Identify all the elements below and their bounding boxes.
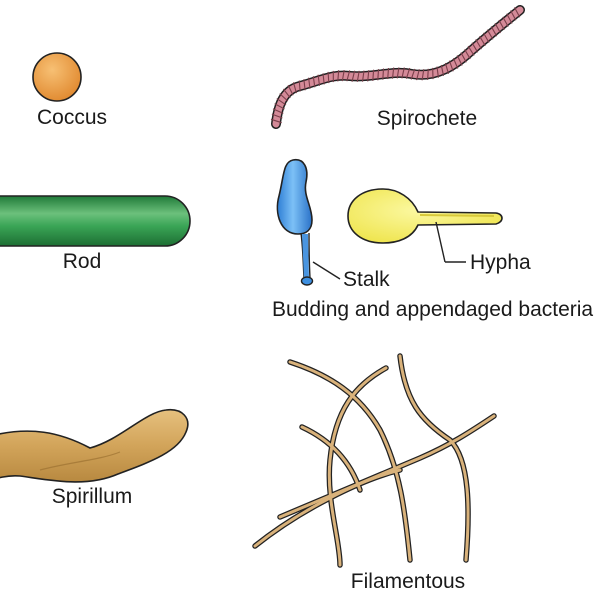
spirochete-coil	[382, 68, 385, 80]
filament-1	[252, 353, 497, 568]
spirochete-coil	[298, 80, 301, 92]
spirochete-label: Spirochete	[377, 107, 477, 130]
spirochete-coil	[361, 70, 365, 82]
filamentous-label: Filamentous	[351, 570, 465, 593]
stalk-pointer	[312, 261, 341, 280]
spirochete-coil	[292, 82, 297, 94]
spirochete-coil	[486, 29, 494, 40]
spirochete-coil	[346, 70, 351, 82]
spirochete-coil	[276, 98, 287, 106]
spirochete-coil	[452, 57, 459, 69]
spirochete-coil	[279, 93, 289, 102]
spirochete-coil	[506, 13, 513, 24]
rod-cell	[0, 195, 191, 247]
spirochete-coil	[464, 49, 471, 60]
spirochete-coil	[351, 70, 356, 82]
spirochete-coil	[367, 70, 370, 82]
spirochete-coil	[322, 73, 325, 85]
spirochete-cell	[270, 5, 525, 129]
budding-appendaged-label: Budding and appendaged bacteria	[272, 298, 593, 321]
spirochete-coil	[312, 76, 316, 88]
spirochete-coil	[483, 32, 490, 43]
spirochete-coil	[308, 77, 311, 89]
spirochete-coil	[467, 45, 475, 56]
stalk-label: Stalk	[343, 268, 390, 291]
spirochete-coil	[436, 66, 439, 78]
stalk	[300, 232, 311, 279]
spirochete-coil	[270, 118, 282, 124]
spirochete-coil	[460, 52, 467, 63]
spirochete-coil	[396, 67, 400, 79]
spirochete-coil	[327, 71, 330, 84]
spirochete-coil	[372, 69, 375, 81]
spirillum-label: Spirillum	[52, 485, 133, 508]
spirochete-coil	[421, 69, 425, 81]
hypha-pointer	[435, 221, 446, 263]
filament-fill	[253, 354, 496, 567]
spirochete-coil	[274, 103, 285, 110]
spirochete-coil	[475, 39, 482, 50]
rod-label: Rod	[63, 250, 102, 273]
spirochete-coil	[494, 22, 501, 34]
spirochete-coil	[317, 74, 321, 86]
spirochete-coil	[410, 68, 416, 80]
hypha-label: Hypha	[470, 251, 531, 274]
spirochete-coil	[456, 55, 463, 66]
budding-cell	[276, 158, 314, 286]
spirochete-coil	[272, 108, 284, 114]
spirochete-coil	[391, 67, 395, 79]
spirochete-coil	[377, 69, 380, 81]
spirochete-coil	[287, 84, 294, 96]
spirochete-coil	[416, 69, 420, 81]
spirochete-coil	[479, 35, 486, 47]
hyphal-cell	[347, 188, 503, 244]
spirochete-coil	[514, 7, 521, 18]
spirochete-coil	[448, 60, 454, 72]
spirochete-coil	[510, 10, 517, 21]
spirochete-coil	[498, 19, 505, 31]
spirochete-coil	[471, 42, 479, 53]
spirochete-coil	[337, 70, 340, 82]
spirochete-coil	[303, 79, 306, 91]
spirochete-coil	[444, 62, 450, 74]
spirochete-coil	[440, 64, 445, 77]
spirochete-coil	[387, 67, 390, 80]
coccus-label: Coccus	[37, 106, 107, 129]
spirochete-coil	[502, 16, 509, 27]
spirochete-coil	[405, 67, 411, 79]
coccus-cell	[32, 52, 82, 102]
spirochete-coil	[341, 70, 345, 82]
spirochete-coil	[490, 26, 498, 37]
spirochete-coil	[356, 70, 360, 82]
filamentous-cells	[252, 353, 497, 568]
spirochete-coil	[401, 67, 405, 79]
spirillum-cell	[0, 408, 189, 483]
spirochete-coil	[427, 68, 429, 80]
spirochete-coil	[282, 88, 291, 99]
spirochete-coil	[271, 113, 283, 119]
